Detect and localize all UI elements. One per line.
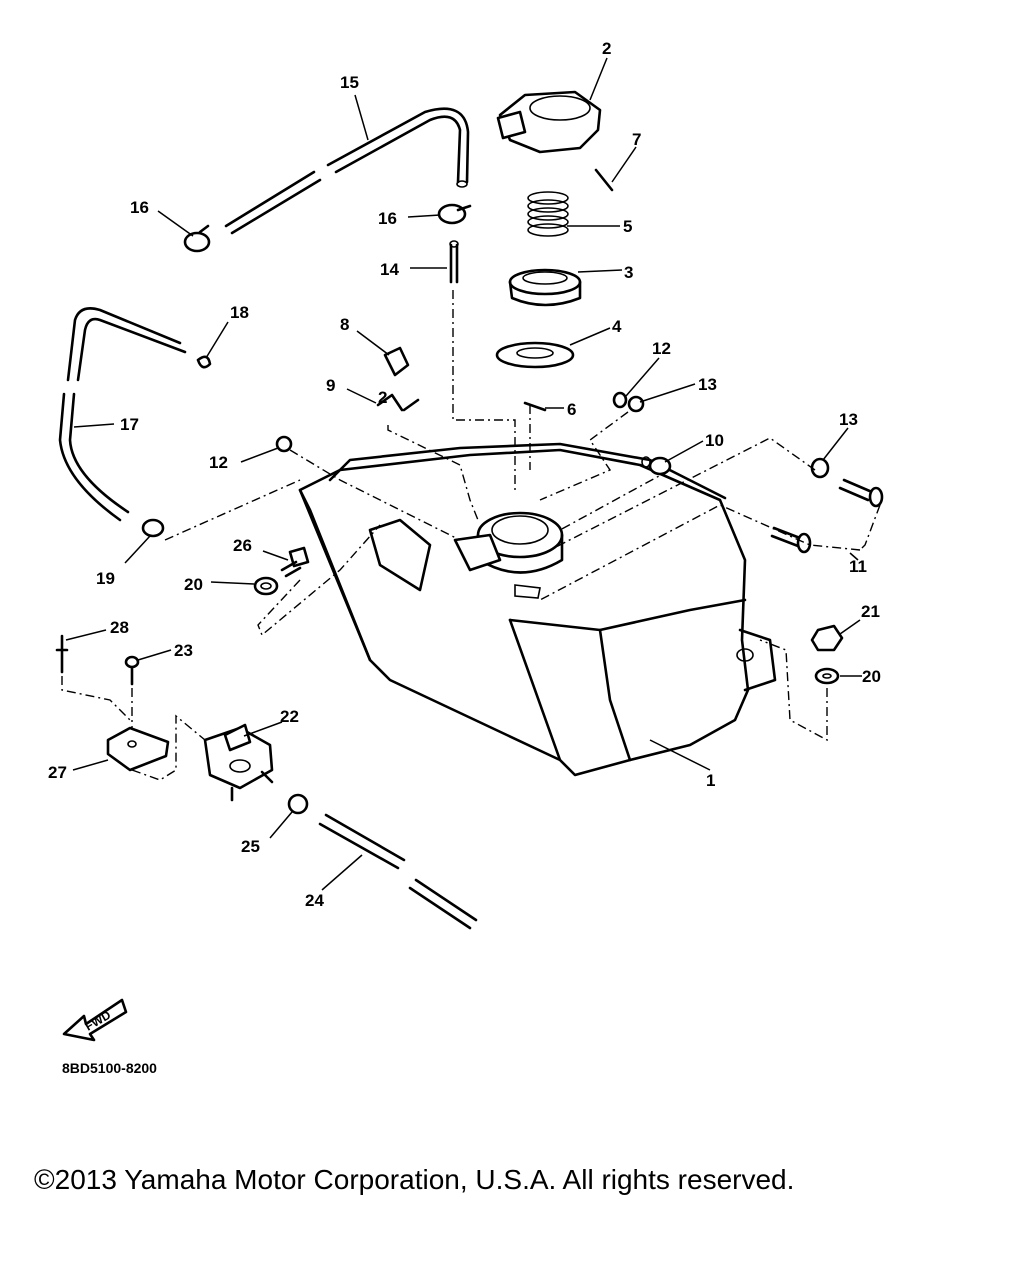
callout-4: 4 xyxy=(612,317,622,336)
callout-8: 8 xyxy=(340,315,349,334)
callout-9: 9 xyxy=(326,376,335,395)
nut-21 xyxy=(810,624,844,652)
leader-lines xyxy=(65,57,862,891)
bolt-11-upper xyxy=(838,478,884,508)
vent-hose-17 xyxy=(58,307,187,522)
callout-7: 7 xyxy=(632,130,641,149)
washer-13-right xyxy=(627,395,645,413)
callout-26: 26 xyxy=(233,536,252,555)
fitting-9 xyxy=(376,393,420,412)
assembly-lines xyxy=(61,290,881,781)
callout-21: 21 xyxy=(861,602,880,621)
bolt-26 xyxy=(280,546,310,578)
collar-12-left xyxy=(275,435,293,453)
callout-20-right: 20 xyxy=(862,667,881,686)
callout-19: 19 xyxy=(96,569,115,588)
tank-fitting xyxy=(514,584,541,599)
callout-22: 22 xyxy=(280,707,299,726)
ring-3 xyxy=(508,268,582,307)
fuel-hose-24 xyxy=(318,813,478,930)
copyright-notice: ©2013 Yamaha Motor Corporation, U.S.A. A… xyxy=(34,1164,795,1195)
callout-17: 17 xyxy=(120,415,139,434)
collar-12-right xyxy=(612,391,628,409)
figure-code: 8BD5100-8200 xyxy=(62,1060,157,1076)
washer-20-left xyxy=(253,576,279,596)
filler-neck xyxy=(476,511,564,574)
callout-13-right: 13 xyxy=(698,375,717,394)
callout-28: 28 xyxy=(110,618,129,637)
callout-1: 1 xyxy=(706,771,715,790)
spring-5 xyxy=(527,191,569,237)
breather-hose-15 xyxy=(224,107,470,235)
gasket-4 xyxy=(495,341,575,369)
bracket-27 xyxy=(106,726,170,772)
callouts: 2 7 5 3 4 6 15 16 16 14 8 9 2 18 17 19 1… xyxy=(48,39,881,910)
callout-3: 3 xyxy=(624,263,633,282)
tank-bracket xyxy=(368,518,502,592)
grommet-8 xyxy=(383,346,410,377)
callout-12-left: 12 xyxy=(209,453,228,472)
pin-7 xyxy=(594,168,614,192)
filler-cap xyxy=(496,90,602,154)
bolt-11-lower xyxy=(770,526,812,554)
callout-20-left: 20 xyxy=(184,575,203,594)
callout-25: 25 xyxy=(241,837,260,856)
callout-13-far-right: 13 xyxy=(839,410,858,429)
washer-20-right xyxy=(814,667,840,685)
clamp-25 xyxy=(287,793,309,815)
rivet-28 xyxy=(55,634,69,674)
callout-11: 11 xyxy=(849,557,867,576)
screw-23 xyxy=(124,655,140,686)
check-valve-14 xyxy=(449,240,459,284)
callout-15: 15 xyxy=(340,73,359,92)
callout-6: 6 xyxy=(567,400,576,419)
hose-clamp-16-center xyxy=(437,203,472,225)
hose-clamp-16-left xyxy=(183,224,211,253)
callout-27: 27 xyxy=(48,763,67,782)
callout-14: 14 xyxy=(380,260,399,279)
callout-16-left: 16 xyxy=(130,198,149,217)
pin-6 xyxy=(523,401,547,412)
callout-24: 24 xyxy=(305,891,324,910)
fuel-cock-22 xyxy=(203,723,274,802)
callout-10: 10 xyxy=(705,431,724,450)
fuel-tank xyxy=(298,442,777,777)
callout-2-cap: 2 xyxy=(602,39,611,58)
callout-12-right: 12 xyxy=(652,339,671,358)
callout-16-center: 16 xyxy=(378,209,397,228)
washer-13-far-right xyxy=(810,457,830,479)
callout-2-fitting: 2 xyxy=(378,388,387,407)
fwd-arrow-icon: FWD xyxy=(62,998,128,1042)
callout-5: 5 xyxy=(623,217,632,236)
callout-23: 23 xyxy=(174,641,193,660)
callout-18: 18 xyxy=(230,303,249,322)
clamp-19 xyxy=(141,518,165,538)
clip-18 xyxy=(196,355,212,369)
